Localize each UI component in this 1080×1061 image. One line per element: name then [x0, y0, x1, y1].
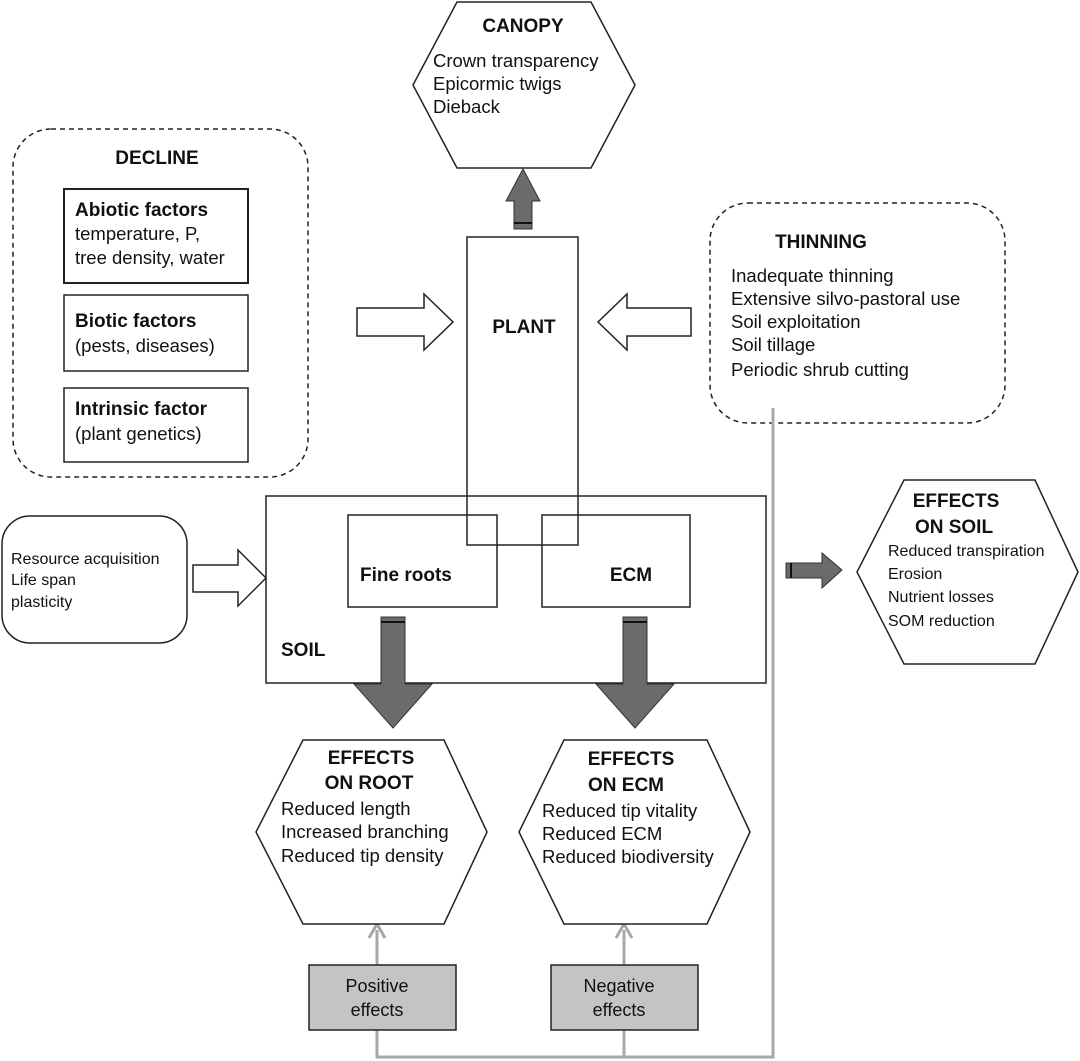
intrinsic-factor-box: [63, 387, 249, 463]
roots-to-effects-arrow: [352, 616, 434, 729]
traits-box: Resource acquisition Life span plasticit…: [1, 515, 188, 644]
soil-to-effects-arrow: [785, 551, 843, 590]
thinning-item: Periodic shrub cutting: [731, 359, 909, 380]
thinning-to-plant-arrow: [596, 292, 692, 352]
effects-soil-item: Reduced transpiration: [888, 543, 1045, 560]
effects-soil-item: Nutrient losses: [888, 589, 994, 606]
effects-on-root-box: EFFECTS ON ROOT Reduced length Increased…: [255, 739, 488, 925]
positive-label: Positive: [345, 976, 408, 996]
abiotic-factors-box: [63, 188, 249, 284]
positive-effects-box: Positive effects: [308, 964, 457, 1031]
canopy-title: CANOPY: [482, 16, 564, 37]
effects-soil-hexagon: [856, 479, 1079, 665]
thinning-item: Extensive silvo-pastoral use: [731, 288, 960, 309]
thinning-title: THINNING: [775, 232, 867, 253]
plant-to-canopy-arrow: [505, 167, 541, 230]
effects-root-hexagon: [255, 739, 488, 925]
intrinsic-heading: Intrinsic factor: [75, 399, 208, 420]
intrinsic-line: (plant genetics): [75, 423, 201, 444]
ecm-to-effects-arrow: [594, 616, 676, 729]
canopy-item: Dieback: [433, 96, 501, 117]
traits-frame: [1, 515, 188, 644]
effects-root-title: EFFECTS: [328, 748, 415, 769]
canopy-item: Crown transparency: [433, 50, 599, 71]
effects-soil-item: Erosion: [888, 566, 942, 583]
effects-ecm-title: ON ECM: [588, 775, 664, 796]
fine-roots-label: Fine roots: [360, 565, 452, 586]
decline-to-plant-arrow: [356, 292, 455, 352]
fine-roots-box: [347, 514, 498, 608]
plant-label: PLANT: [492, 317, 556, 338]
canopy-box: CANOPY Crown transparency Epicormic twig…: [412, 1, 636, 169]
ecm-label: ECM: [610, 565, 652, 586]
negative-frame: [550, 964, 699, 1031]
effects-ecm-title: EFFECTS: [588, 749, 675, 770]
abiotic-heading: Abiotic factors: [75, 200, 208, 221]
effects-ecm-hexagon: [518, 739, 751, 925]
thinning-box: THINNING Inadequate thinning Extensive s…: [709, 202, 1006, 424]
effects-root-title: ON ROOT: [325, 773, 414, 794]
effects-root-item: Increased branching: [281, 821, 449, 842]
abiotic-line: tree density, water: [75, 247, 225, 268]
effects-soil-item: SOM reduction: [888, 613, 995, 630]
effects-soil-title: EFFECTS: [913, 491, 1000, 512]
traits-to-soil-arrow: [192, 548, 268, 608]
effects-on-ecm-box: EFFECTS ON ECM Reduced tip vitality Redu…: [518, 739, 751, 925]
biotic-heading: Biotic factors: [75, 311, 196, 332]
effects-root-item: Reduced length: [281, 798, 411, 819]
thinning-item: Soil exploitation: [731, 311, 861, 332]
biotic-factors-box: [63, 294, 249, 372]
thinning-feedback-line: [375, 410, 775, 1059]
negative-label: Negative: [583, 976, 654, 996]
plant-box: [466, 236, 579, 546]
effects-ecm-item: Reduced ECM: [542, 823, 662, 844]
thinning-item: Soil tillage: [731, 334, 815, 355]
biotic-line: (pests, diseases): [75, 335, 215, 356]
feedback-lines: [375, 410, 775, 1059]
traits-item: plasticity: [11, 594, 72, 611]
effects-root-item: Reduced tip density: [281, 845, 444, 866]
thinning-item: Inadequate thinning: [731, 265, 894, 286]
negative-effects-box: Negative effects: [550, 964, 699, 1031]
decline-box: DECLINE Abiotic factors temperature, P, …: [12, 128, 309, 478]
effects-on-soil-box: EFFECTS ON SOIL Reduced transpiration Er…: [856, 479, 1079, 665]
soil-box: [265, 495, 767, 684]
soil-label: SOIL: [281, 640, 326, 661]
negative-label: effects: [593, 1000, 646, 1020]
effects-ecm-item: Reduced biodiversity: [542, 846, 714, 867]
traits-item: Life span: [11, 572, 76, 589]
decline-title: DECLINE: [115, 148, 198, 169]
traits-item: Resource acquisition: [11, 551, 160, 568]
ecm-box: [541, 514, 691, 608]
positive-frame: [308, 964, 457, 1031]
positive-label: effects: [351, 1000, 404, 1020]
abiotic-line: temperature, P,: [75, 223, 200, 244]
thinning-dashed-frame: [709, 202, 1006, 424]
effects-ecm-item: Reduced tip vitality: [542, 800, 698, 821]
canopy-hexagon: [412, 1, 636, 169]
effects-soil-title: ON SOIL: [915, 517, 994, 538]
canopy-item: Epicormic twigs: [433, 73, 562, 94]
